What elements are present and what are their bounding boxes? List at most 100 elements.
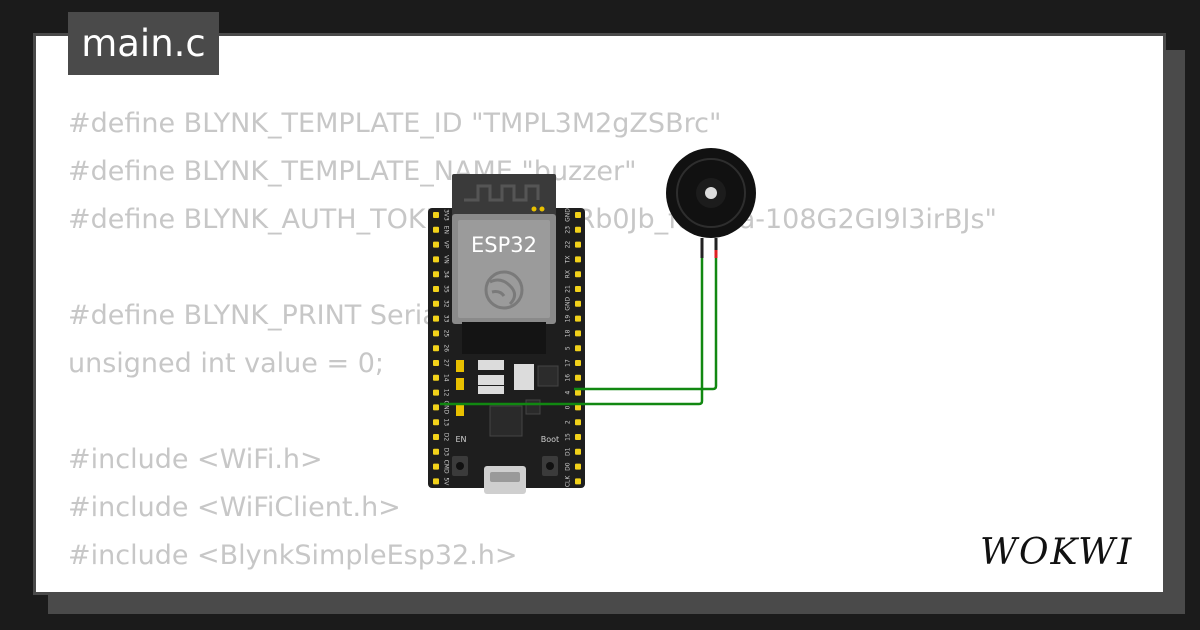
boot-label: Boot	[541, 435, 559, 444]
usb-chip	[489, 405, 523, 437]
pin-label: D3	[443, 448, 450, 457]
pin-label: GND	[565, 208, 572, 222]
pin-label: 25	[443, 330, 450, 338]
pin-32[interactable]	[433, 300, 439, 307]
pin-label: 23	[565, 226, 572, 234]
pin-label: 35	[443, 285, 450, 293]
pin-label: VN	[443, 255, 450, 264]
pin-27[interactable]	[433, 360, 439, 366]
pin-rx[interactable]	[575, 271, 581, 278]
pin-label: CMD	[443, 460, 450, 474]
module-shield-inner	[458, 220, 550, 318]
pin-18[interactable]	[575, 330, 581, 337]
file-tab[interactable]: main.c	[68, 12, 219, 75]
pin-label: 5	[565, 346, 572, 350]
pin-label: 21	[565, 285, 572, 293]
pin-19[interactable]	[575, 315, 581, 322]
pin-21[interactable]	[575, 286, 581, 292]
pin-label: RX	[565, 270, 572, 278]
pin-label: GND	[565, 297, 572, 311]
pin-35[interactable]	[433, 286, 439, 292]
wire-pin4-to-buzzer[interactable]	[574, 258, 718, 391]
pin-0[interactable]	[575, 404, 581, 411]
board-label: ESP32	[471, 233, 537, 257]
pin-label: 14	[443, 374, 450, 382]
pin-cmd[interactable]	[433, 463, 439, 470]
pin-d1[interactable]	[575, 448, 581, 455]
pin-label: D0	[565, 462, 572, 471]
pin-label: 16	[565, 374, 572, 382]
code-line: #include <WiFiClient.h>	[68, 492, 401, 523]
pin-12[interactable]	[433, 389, 439, 396]
pin-gnd[interactable]	[575, 212, 581, 218]
pin-en[interactable]	[433, 226, 439, 233]
pin-d2[interactable]	[433, 434, 439, 440]
en-label: EN	[455, 435, 466, 444]
code-line: #define BLYNK_TEMPLATE_NAME "buzzer"	[68, 156, 637, 187]
pin-15[interactable]	[575, 434, 581, 440]
wokwi-logo-icon: WOKWI	[980, 532, 1133, 573]
pin-tx[interactable]	[575, 256, 581, 263]
code-line: unsigned int value = 0;	[68, 348, 384, 379]
pin-label: 19	[565, 315, 572, 323]
pin-5v[interactable]	[433, 478, 439, 485]
pin-13[interactable]	[433, 419, 439, 426]
pin-gnd[interactable]	[575, 300, 581, 307]
pin-label: 12	[443, 389, 450, 397]
pin-17[interactable]	[575, 360, 581, 366]
pin-vp[interactable]	[433, 241, 439, 248]
module-underside	[462, 322, 546, 354]
pin-gnd[interactable]	[433, 404, 439, 411]
pin-label: 2	[565, 420, 572, 424]
pin-label: 26	[443, 344, 450, 352]
pin-22[interactable]	[575, 241, 581, 248]
code-line: #define BLYNK_PRINT Serial	[68, 300, 447, 331]
pin-14[interactable]	[433, 374, 439, 381]
esp32-board[interactable]: ESP32 EN Boot 3V3ENVPVN34353233252627141…	[428, 174, 585, 494]
wire-gnd-to-buzzer[interactable]	[440, 258, 704, 406]
project-preview-card	[33, 33, 1166, 595]
pin-3v3[interactable]	[433, 212, 439, 218]
espressif-logo-icon	[484, 270, 524, 310]
pin-26[interactable]	[433, 345, 439, 352]
pin-label: 27	[443, 359, 450, 367]
pin-25[interactable]	[433, 330, 439, 337]
pin-label: EN	[443, 226, 450, 234]
pin-label: TX	[565, 256, 572, 265]
code-line: #include <BlynkSimpleEsp32.h>	[68, 540, 518, 571]
pin-clk[interactable]	[575, 478, 581, 485]
pin-2[interactable]	[575, 419, 581, 426]
pin-16[interactable]	[575, 374, 581, 381]
pin-label: 34	[443, 270, 450, 278]
pin-label: 22	[565, 241, 572, 249]
pin-label: 18	[565, 329, 572, 337]
pin-5[interactable]	[575, 345, 581, 352]
pin-label: D1	[565, 447, 572, 456]
antenna-trace	[464, 184, 540, 202]
wokwi-logo-text: WOKWI	[980, 532, 1133, 573]
pin-23[interactable]	[575, 226, 581, 233]
pin-label: 15	[565, 433, 572, 441]
pin-34[interactable]	[433, 271, 439, 278]
pin-d0[interactable]	[575, 463, 581, 470]
piezo-buzzer[interactable]	[666, 148, 756, 258]
code-line: #include <WiFi.h>	[68, 444, 323, 475]
pin-label: 5V	[443, 477, 450, 486]
pin-label: CLK	[565, 475, 572, 488]
pin-label: 32	[443, 300, 450, 308]
pin-label: 13	[443, 418, 450, 426]
pin-33[interactable]	[433, 315, 439, 322]
pin-vn[interactable]	[433, 256, 439, 263]
pin-d3[interactable]	[433, 448, 439, 455]
pin-label: 0	[565, 405, 572, 409]
left-pin-header: 3V3ENVPVN343532332526271412GND13D2D3CMD5…	[433, 209, 450, 486]
pin-4[interactable]	[575, 389, 581, 396]
pin-label: VP	[443, 241, 450, 249]
pin-label: 3V3	[443, 209, 450, 221]
pin-label: 33	[443, 315, 450, 323]
pin-label: 4	[565, 391, 572, 395]
code-line: #define BLYNK_TEMPLATE_ID "TMPL3M2gZSBrc…	[68, 108, 722, 139]
pin-label: D2	[443, 433, 450, 442]
